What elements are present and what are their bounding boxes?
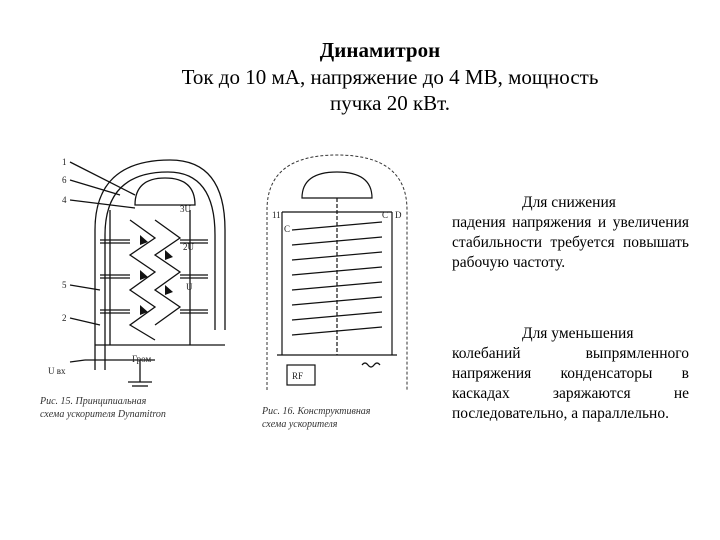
dynamitron-schematic-figure: 1 6 4 5 2 3U 2U U U вх Гром: [48, 157, 226, 387]
paragraph-2-text: колебаний выпрямленного напряжения конде…: [452, 345, 689, 422]
paragraph-frequency: Для снижения падения напряжения и увелич…: [452, 193, 689, 273]
fig1-label-3u: 3U: [180, 204, 192, 214]
fig1-label-uin: U вх: [48, 366, 66, 376]
page-subtitle: Ток до 10 мА, напряжение до 4 МВ, мощнос…: [140, 64, 640, 116]
fig2-label-c-right: C: [382, 210, 388, 220]
subtitle-line-2: пучка 20 кВт.: [329, 91, 451, 115]
fig2-label-rf: RF: [292, 371, 303, 381]
paragraph-1-text: падения напряжения и увеличения стабильн…: [452, 214, 689, 271]
page-title: Динамитрон: [319, 38, 441, 62]
figure2-caption: Рис. 16. Конструктивная схема ускорителя: [262, 405, 412, 431]
fig1-label-4: 4: [62, 195, 67, 205]
dynamitron-construction-figure: 11 C C D RF: [266, 154, 408, 390]
fig2-label-11: 11: [272, 210, 281, 220]
figure1-caption-line-2: схема ускорителя Dynamitron: [40, 409, 166, 420]
paragraph-capacitors: Для уменьшения колебаний выпрямленного н…: [452, 324, 689, 424]
figure2-caption-line-1: Рис. 16. Конструктивная: [262, 406, 371, 417]
fig2-label-d: D: [395, 210, 402, 220]
fig2-label-c-left: C: [284, 224, 290, 234]
figure1-caption: Рис. 15. Принципиальная схема ускорителя…: [40, 395, 210, 421]
subtitle-line-1: Ток до 10 мА, напряжение до 4 МВ, мощнос…: [181, 65, 599, 89]
paragraph-1-first-line: Для снижения: [522, 194, 616, 211]
fig1-label-6: 6: [62, 175, 67, 185]
fig1-label-5: 5: [62, 280, 67, 290]
fig1-label-ground: Гром: [132, 354, 151, 364]
figure2-caption-line-2: схема ускорителя: [262, 419, 338, 430]
paragraph-2-first-line: Для уменьшения: [522, 325, 634, 342]
fig1-label-1: 1: [62, 157, 67, 167]
fig1-label-u: U: [186, 282, 193, 292]
fig1-label-2u: 2U: [183, 242, 195, 252]
fig1-label-2: 2: [62, 313, 67, 323]
figure1-caption-line-1: Рис. 15. Принципиальная: [40, 396, 147, 407]
